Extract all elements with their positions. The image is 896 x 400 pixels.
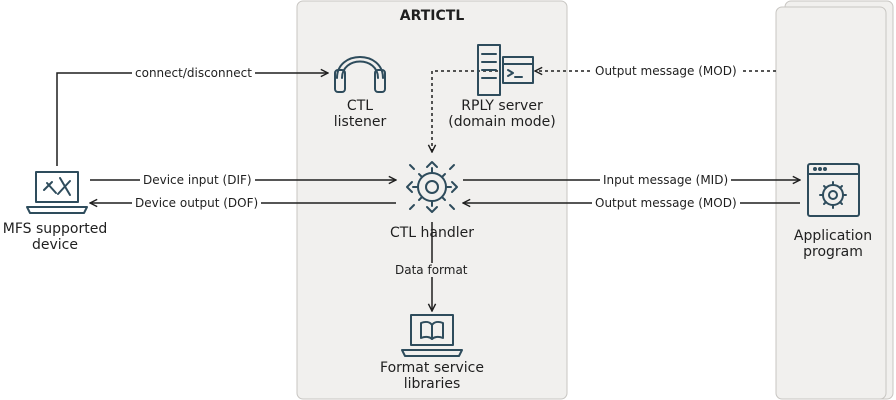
rply-server-label: RPLY server (domain mode) xyxy=(448,98,556,130)
input-message-label: Input message (MID) xyxy=(600,173,732,187)
output-message-rply-label: Output message (MOD) xyxy=(592,64,740,78)
headphones-icon xyxy=(334,56,386,93)
window-gear-icon xyxy=(807,163,860,217)
ctl-listener-label: CTL listener xyxy=(333,98,387,130)
gear-arrows-icon xyxy=(406,161,458,213)
device-input-label: Device input (DIF) xyxy=(140,173,255,187)
laptop-tools-icon xyxy=(26,171,88,214)
application-panel-stack xyxy=(775,0,894,400)
laptop-book-icon xyxy=(401,314,463,357)
data-format-label: Data format xyxy=(392,263,471,277)
server-terminal-icon xyxy=(477,44,534,96)
edge-rply-to-handler xyxy=(432,70,498,152)
device-label: MFS supported device xyxy=(2,221,108,253)
application-program-label: Application program xyxy=(793,228,873,260)
articctl-title: ARTICTL xyxy=(399,8,465,24)
ctl-handler-label: CTL handler xyxy=(389,225,475,241)
output-message-app-label: Output message (MOD) xyxy=(592,196,740,210)
device-output-label: Device output (DOF) xyxy=(132,196,262,210)
connect-disconnect-label: connect/disconnect xyxy=(132,66,255,80)
edge-connect-disconnect xyxy=(56,73,328,166)
format-libraries-label: Format service libraries xyxy=(380,360,484,392)
